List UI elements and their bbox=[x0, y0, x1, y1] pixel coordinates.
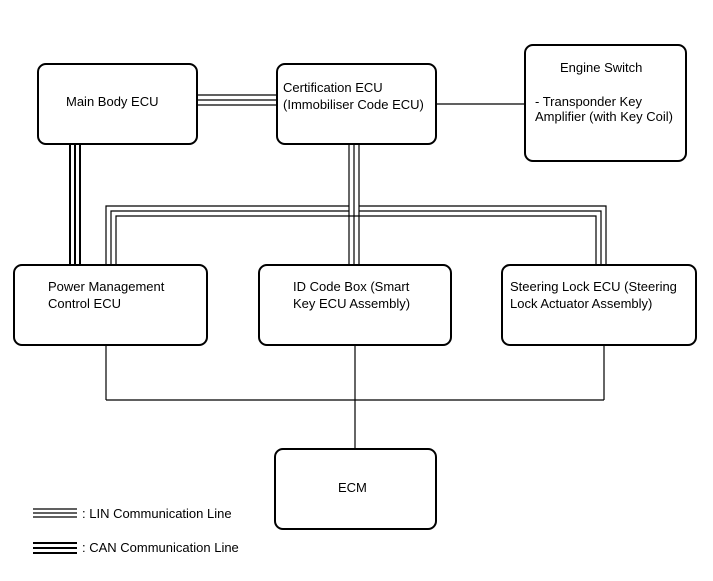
power-management-label-2: Control ECU bbox=[48, 296, 121, 311]
steering-lock-label-1: Steering Lock ECU (Steering bbox=[510, 279, 677, 294]
power-management-label-1: Power Management bbox=[48, 279, 165, 294]
lin-line-main-body-to-certification bbox=[198, 94, 276, 106]
steering-lock-ecu-box: Steering Lock ECU (Steering Lock Actuato… bbox=[501, 264, 697, 346]
main-body-ecu-box: Main Body ECU bbox=[37, 63, 198, 145]
main-body-ecu-label: Main Body ECU bbox=[66, 94, 159, 109]
certification-ecu-label-2: (Immobiliser Code ECU) bbox=[283, 97, 424, 112]
legend-lin-symbol bbox=[33, 508, 77, 518]
engine-switch-label: Engine Switch bbox=[560, 60, 643, 75]
engine-switch-detail-1: - Transponder Key bbox=[535, 94, 642, 109]
legend-can-symbol bbox=[33, 542, 77, 554]
power-management-ecu-box: Power Management Control ECU bbox=[13, 264, 208, 346]
steering-lock-label-2: Lock Actuator Assembly) bbox=[510, 296, 653, 311]
ecm-box: ECM bbox=[274, 448, 437, 530]
certification-ecu-box: Certification ECU (Immobiliser Code ECU) bbox=[276, 63, 437, 145]
id-code-box-label-2: Key ECU Assembly) bbox=[293, 296, 411, 311]
lin-bus-certification-to-ecus bbox=[105, 145, 607, 264]
ecm-label: ECM bbox=[338, 480, 367, 495]
line-ecus-to-ecm bbox=[105, 346, 605, 448]
id-code-box-label-1: ID Code Box (Smart bbox=[293, 279, 410, 294]
engine-switch-box: Engine Switch - Transponder Key Amplifie… bbox=[524, 44, 687, 162]
legend-lin-label: : LIN Communication Line bbox=[82, 506, 232, 521]
legend-can-label: : CAN Communication Line bbox=[82, 540, 239, 555]
certification-ecu-label-1: Certification ECU bbox=[283, 80, 383, 95]
can-line-main-body-to-power-management bbox=[69, 145, 81, 264]
id-code-box-box: ID Code Box (Smart Key ECU Assembly) bbox=[258, 264, 452, 346]
engine-switch-detail-2: Amplifier (with Key Coil) bbox=[535, 109, 673, 124]
